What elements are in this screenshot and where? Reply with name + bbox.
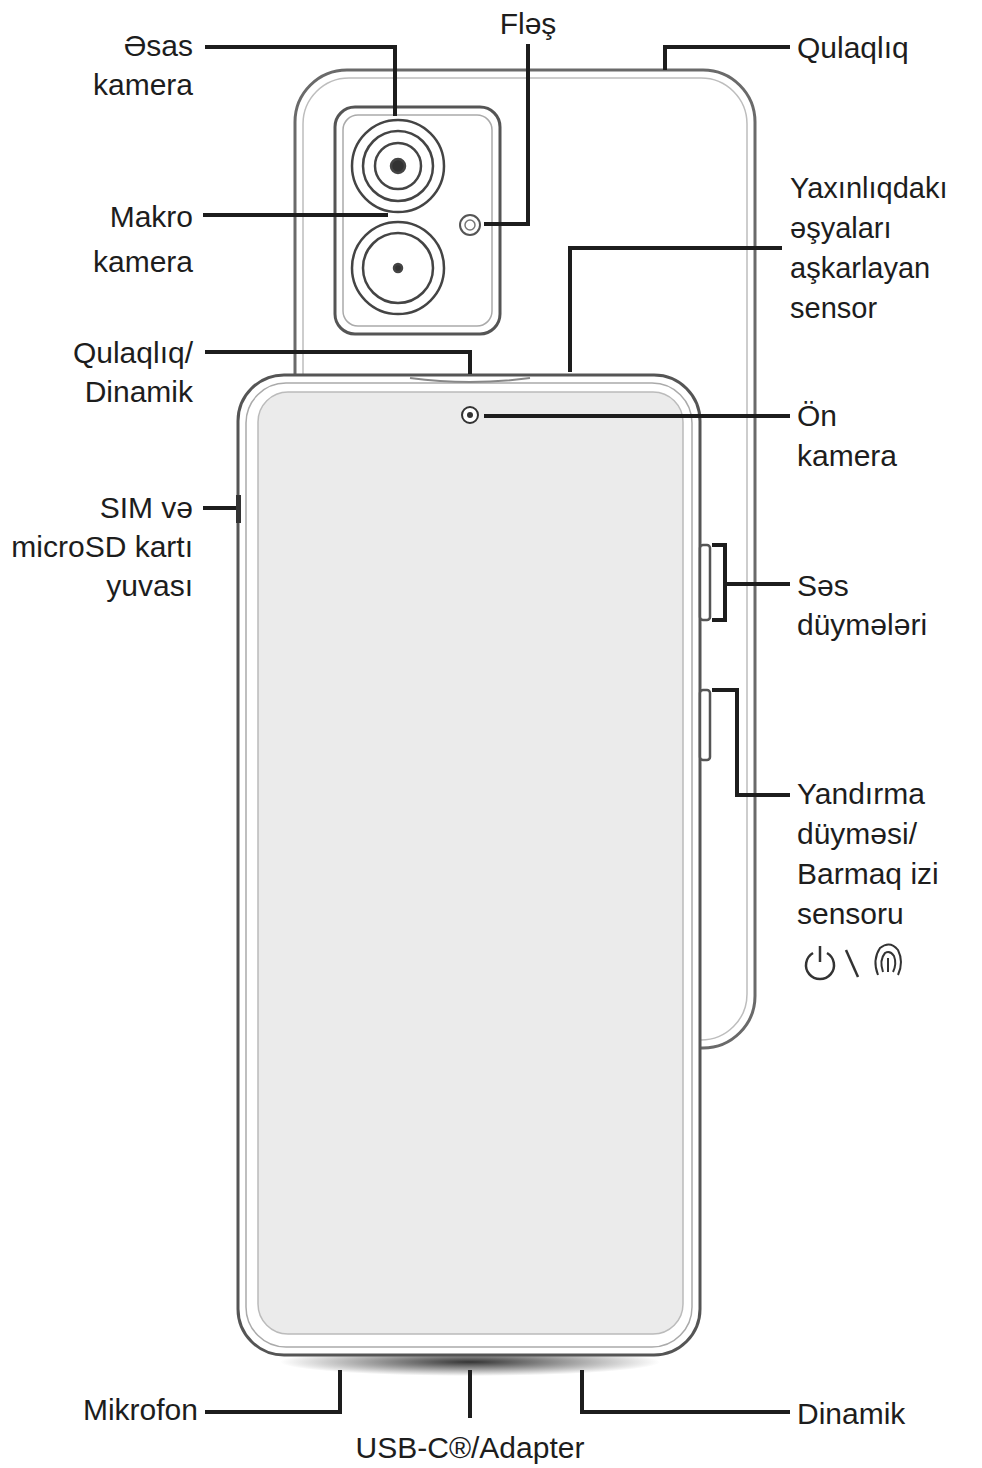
part-label: Yaxınlıqdakı əşyaları aşkarlayan sensor	[790, 168, 978, 328]
main-camera	[352, 120, 444, 212]
part-label: Yandırma düyməsi/ Barmaq izi sensoru	[797, 774, 973, 934]
power-fingerprint-icons	[806, 944, 901, 979]
macro-camera	[352, 222, 444, 314]
sim-slot	[236, 495, 241, 523]
screen	[258, 392, 683, 1334]
camera-module	[335, 107, 500, 334]
part-label: USB-C®/Adapter	[320, 1428, 620, 1467]
leader-lines	[203, 44, 790, 1418]
part-label: Qulaqlıq/ Dinamik	[28, 333, 193, 411]
part-label: Ön kamera	[797, 396, 937, 476]
power-button	[700, 690, 710, 760]
part-label: Dinamik	[797, 1394, 967, 1433]
front-camera	[462, 407, 478, 423]
part-label: Fləş	[468, 4, 588, 43]
volume-buttons	[700, 545, 710, 620]
flash	[460, 215, 480, 235]
part-label: Səs düymələri	[797, 566, 967, 644]
part-label: Qulaqlıq	[797, 28, 967, 67]
phone-front	[238, 375, 700, 1355]
part-label: SIM və microSD kartı yuvası	[9, 488, 193, 605]
part-label: Mikrofon	[18, 1390, 198, 1429]
part-label: Makro kamera	[53, 194, 193, 284]
part-label: Əsas kamera	[53, 26, 193, 104]
